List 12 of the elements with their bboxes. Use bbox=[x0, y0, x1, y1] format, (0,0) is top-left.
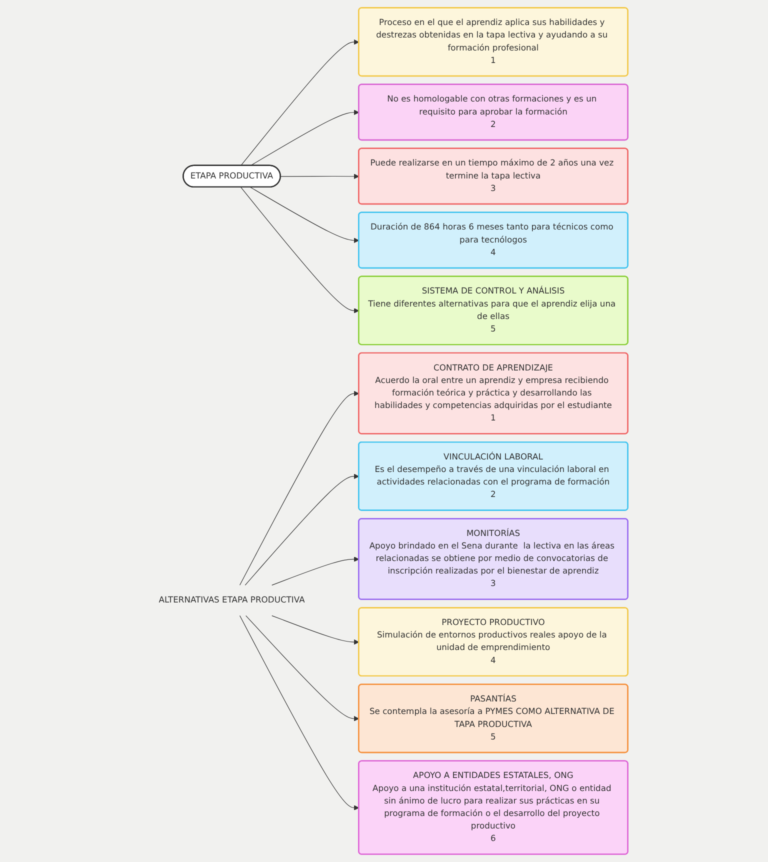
arrow bbox=[271, 615, 359, 645]
arrow bbox=[250, 110, 359, 166]
arrow bbox=[244, 474, 359, 586]
arrow bbox=[271, 556, 359, 586]
arrow bbox=[250, 186, 359, 244]
arrow bbox=[240, 39, 359, 166]
arrow bbox=[280, 174, 359, 180]
node-text: ALTERNATIVAS ETAPA PRODUCTIVA bbox=[158, 595, 304, 605]
arrow bbox=[240, 186, 359, 314]
arrow bbox=[245, 615, 359, 722]
arrow bbox=[239, 390, 359, 586]
arrow bbox=[239, 615, 359, 810]
